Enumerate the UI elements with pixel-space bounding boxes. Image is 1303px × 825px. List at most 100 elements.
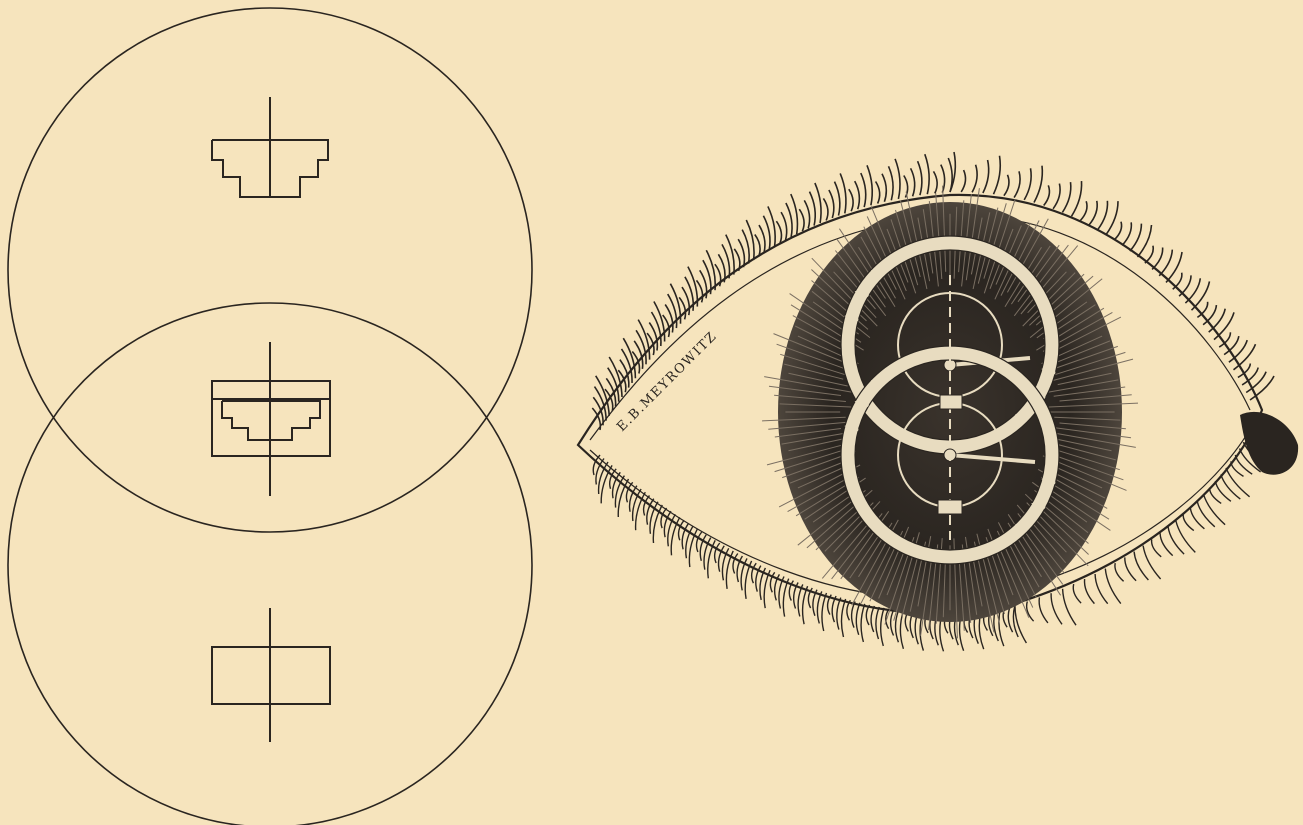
upper-lash bbox=[1053, 184, 1060, 209]
lower-lash bbox=[1125, 557, 1136, 580]
lower-lash bbox=[661, 508, 667, 528]
lower-dial-number: 120 bbox=[1031, 502, 1046, 511]
lower-lash bbox=[1235, 455, 1252, 474]
upper-lash bbox=[799, 209, 804, 231]
upper-lash bbox=[1229, 340, 1247, 362]
upper-dial-number: 90 bbox=[1047, 341, 1057, 350]
upper-lash bbox=[876, 182, 880, 204]
center-marker bbox=[940, 395, 962, 409]
lower-lash bbox=[1231, 461, 1244, 476]
lower-lash bbox=[1143, 546, 1161, 579]
upper-lash bbox=[1062, 182, 1070, 212]
lower-dial-number: 45 bbox=[873, 523, 883, 532]
upper-dial-number: 15 bbox=[919, 440, 929, 449]
upper-lash bbox=[1203, 305, 1216, 325]
upper-dial-number: 0 bbox=[947, 239, 952, 248]
upper-lash bbox=[1138, 225, 1152, 257]
lower-lash bbox=[841, 599, 845, 637]
upper-lash bbox=[810, 192, 816, 226]
lower-dial-number: 105 bbox=[1041, 477, 1056, 486]
eye-illustration: 0153045607590105120135150165015304560759… bbox=[578, 152, 1298, 651]
upper-lash bbox=[776, 221, 781, 243]
lower-lash bbox=[1008, 606, 1012, 632]
lower-lash bbox=[1204, 494, 1226, 524]
lower-dial-number: 0 bbox=[947, 553, 952, 562]
lower-lash bbox=[1152, 539, 1162, 556]
upper-lash bbox=[861, 173, 866, 207]
upper-dial-number: 90 bbox=[843, 341, 853, 350]
upper-lash bbox=[1234, 344, 1256, 370]
lower-lash bbox=[861, 604, 865, 642]
lower-lash bbox=[891, 610, 894, 636]
lower-lash bbox=[1039, 597, 1048, 623]
lower-lash bbox=[1084, 579, 1094, 604]
lower-lash bbox=[881, 608, 884, 646]
upper-lash bbox=[1004, 175, 1009, 196]
lower-dial-number: 75 bbox=[1043, 425, 1053, 434]
bottom-marker bbox=[938, 500, 962, 514]
upper-lash bbox=[925, 154, 929, 194]
lower-lash bbox=[871, 606, 874, 632]
upper-lash bbox=[829, 190, 834, 218]
lower-lash bbox=[895, 610, 898, 642]
upper-dial-number: 105 bbox=[844, 315, 859, 324]
lower-dial-number: 90 bbox=[843, 451, 853, 460]
upper-dial-number: 45 bbox=[1017, 269, 1027, 278]
lower-dial-number: 45 bbox=[1017, 379, 1027, 388]
upper-lash bbox=[882, 174, 886, 202]
upper-dial-number: 60 bbox=[1033, 290, 1043, 299]
lower-dial-number: 135 bbox=[1014, 523, 1029, 532]
upper-lash bbox=[1080, 201, 1087, 220]
lower-dial-number: 75 bbox=[846, 477, 856, 486]
upper-lash bbox=[849, 189, 853, 211]
lower-lash bbox=[803, 586, 808, 624]
upper-lash bbox=[934, 171, 938, 193]
lower-dial-number: 120 bbox=[854, 400, 869, 409]
upper-lash bbox=[972, 165, 977, 193]
upper-lash bbox=[840, 173, 846, 213]
lower-lash bbox=[1190, 507, 1204, 528]
upper-dial-number: 75 bbox=[1043, 315, 1053, 324]
lower-lash bbox=[1197, 501, 1215, 527]
upper-lash bbox=[1044, 185, 1050, 205]
lower-dial-number: 15 bbox=[971, 353, 981, 362]
upper-dial-number: 165 bbox=[916, 243, 931, 252]
upper-dial-number: 135 bbox=[870, 269, 885, 278]
upper-lash bbox=[961, 170, 965, 192]
upper-dial-number: 45 bbox=[873, 413, 883, 422]
upper-dial-number: 120 bbox=[854, 290, 869, 299]
lower-lash bbox=[1215, 481, 1231, 501]
maker-inscription-text: E.B.MEYROWITZ bbox=[614, 329, 720, 435]
upper-lash bbox=[1214, 312, 1234, 339]
lower-dial-number: 30 bbox=[996, 363, 1006, 372]
upper-lash bbox=[755, 235, 760, 257]
upper-lash bbox=[994, 156, 1001, 194]
maker-inscription: E.B.MEYROWITZ bbox=[614, 329, 720, 435]
upper-dial-number: 165 bbox=[969, 440, 984, 449]
upper-lash bbox=[918, 161, 922, 195]
lower-dial-number: 165 bbox=[969, 550, 984, 559]
lower-lash bbox=[1051, 593, 1062, 624]
lower-lash bbox=[1105, 569, 1121, 604]
lower-dial-number: 15 bbox=[919, 550, 929, 559]
lower-dial-number: 150 bbox=[993, 539, 1008, 548]
upper-lash bbox=[823, 198, 828, 220]
lower-lash bbox=[1073, 584, 1081, 603]
upper-lash bbox=[1034, 166, 1042, 203]
upper-lash bbox=[1024, 168, 1031, 200]
lower-lash bbox=[1027, 601, 1034, 621]
lower-dial-number: 60 bbox=[1033, 400, 1043, 409]
upper-lash bbox=[1014, 171, 1020, 197]
lower-lash bbox=[817, 591, 821, 623]
lower-lash bbox=[1095, 574, 1108, 604]
upper-dial-number: 75 bbox=[846, 367, 856, 376]
upper-lash bbox=[768, 206, 775, 246]
upper-lash bbox=[867, 165, 872, 205]
lower-dial-number: 90 bbox=[1047, 451, 1057, 460]
left-panel bbox=[8, 8, 532, 825]
lower-dial-number: 105 bbox=[844, 425, 859, 434]
upper-dial-number: 135 bbox=[1014, 413, 1029, 422]
upper-lash bbox=[804, 200, 809, 228]
